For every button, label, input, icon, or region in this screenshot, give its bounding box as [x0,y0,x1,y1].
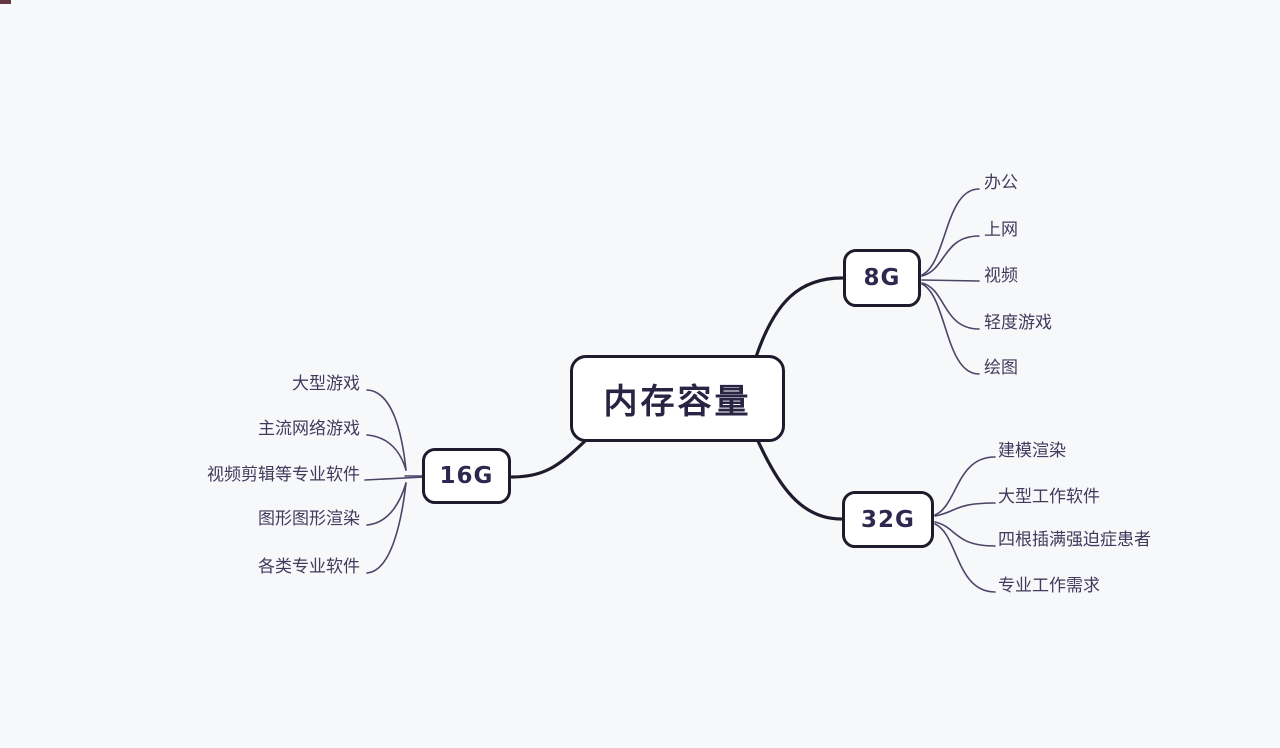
branch-node-32g-label: 32G [861,506,915,533]
branch-node-16g-label: 16G [439,463,494,489]
leaf-modeling-rendering[interactable]: 建模渲染 [998,441,1066,461]
edge-root-to-8g [754,276,844,359]
branch-node-32g[interactable]: 32G [842,491,934,548]
branch-node-16g[interactable]: 16G [422,448,511,504]
edge-16g-to-large-games [366,389,407,471]
corner-artifact [0,0,11,4]
edge-32g-to-large-work-software [934,502,996,517]
edge-32g-to-four-slots-ocd [934,521,996,547]
edge-16g-to-graphics-rendering [366,482,407,526]
leaf-four-slots-ocd[interactable]: 四根插满强迫症患者 [998,530,1151,550]
root-node-label: 内存容量 [603,382,752,422]
leaf-professional-work-needs[interactable]: 专业工作需求 [998,576,1100,596]
edge-16g-to-mainstream-online-games [366,434,407,471]
leaf-office[interactable]: 办公 [984,173,1018,193]
leaf-large-games[interactable]: 大型游戏 [292,374,360,394]
edge-8g-to-light-gaming [921,282,980,330]
branch-node-8g-label: 8G [863,265,901,291]
root-node[interactable]: 内存容量 [570,355,785,442]
leaf-mainstream-online-games[interactable]: 主流网络游戏 [258,419,360,439]
leaf-various-professional-software[interactable]: 各类专业软件 [258,557,360,577]
edge-8g-to-video [921,279,980,282]
leaf-light-gaming[interactable]: 轻度游戏 [984,313,1052,333]
leaf-internet[interactable]: 上网 [984,220,1018,240]
edge-8g-to-drawing [921,283,980,375]
leaf-video-editing-software[interactable]: 视频剪辑等专业软件 [207,465,360,485]
edge-32g-to-modeling-rendering [934,456,996,516]
edge-8g-to-office [921,188,980,276]
edge-8g-to-internet [921,235,980,277]
leaf-large-work-software[interactable]: 大型工作软件 [998,487,1100,507]
edge-16g-to-various-professional-software [366,482,407,574]
edge-16g-to-video-editing-software [364,476,425,481]
edge-root-to-16g [510,439,587,479]
leaf-video[interactable]: 视频 [984,266,1018,286]
edge-root-to-32g [756,439,843,521]
branch-node-8g[interactable]: 8G [843,249,921,307]
edge-32g-to-professional-work-needs [934,523,996,593]
leaf-graphics-rendering[interactable]: 图形图形渲染 [258,509,360,529]
leaf-drawing[interactable]: 绘图 [984,358,1018,378]
